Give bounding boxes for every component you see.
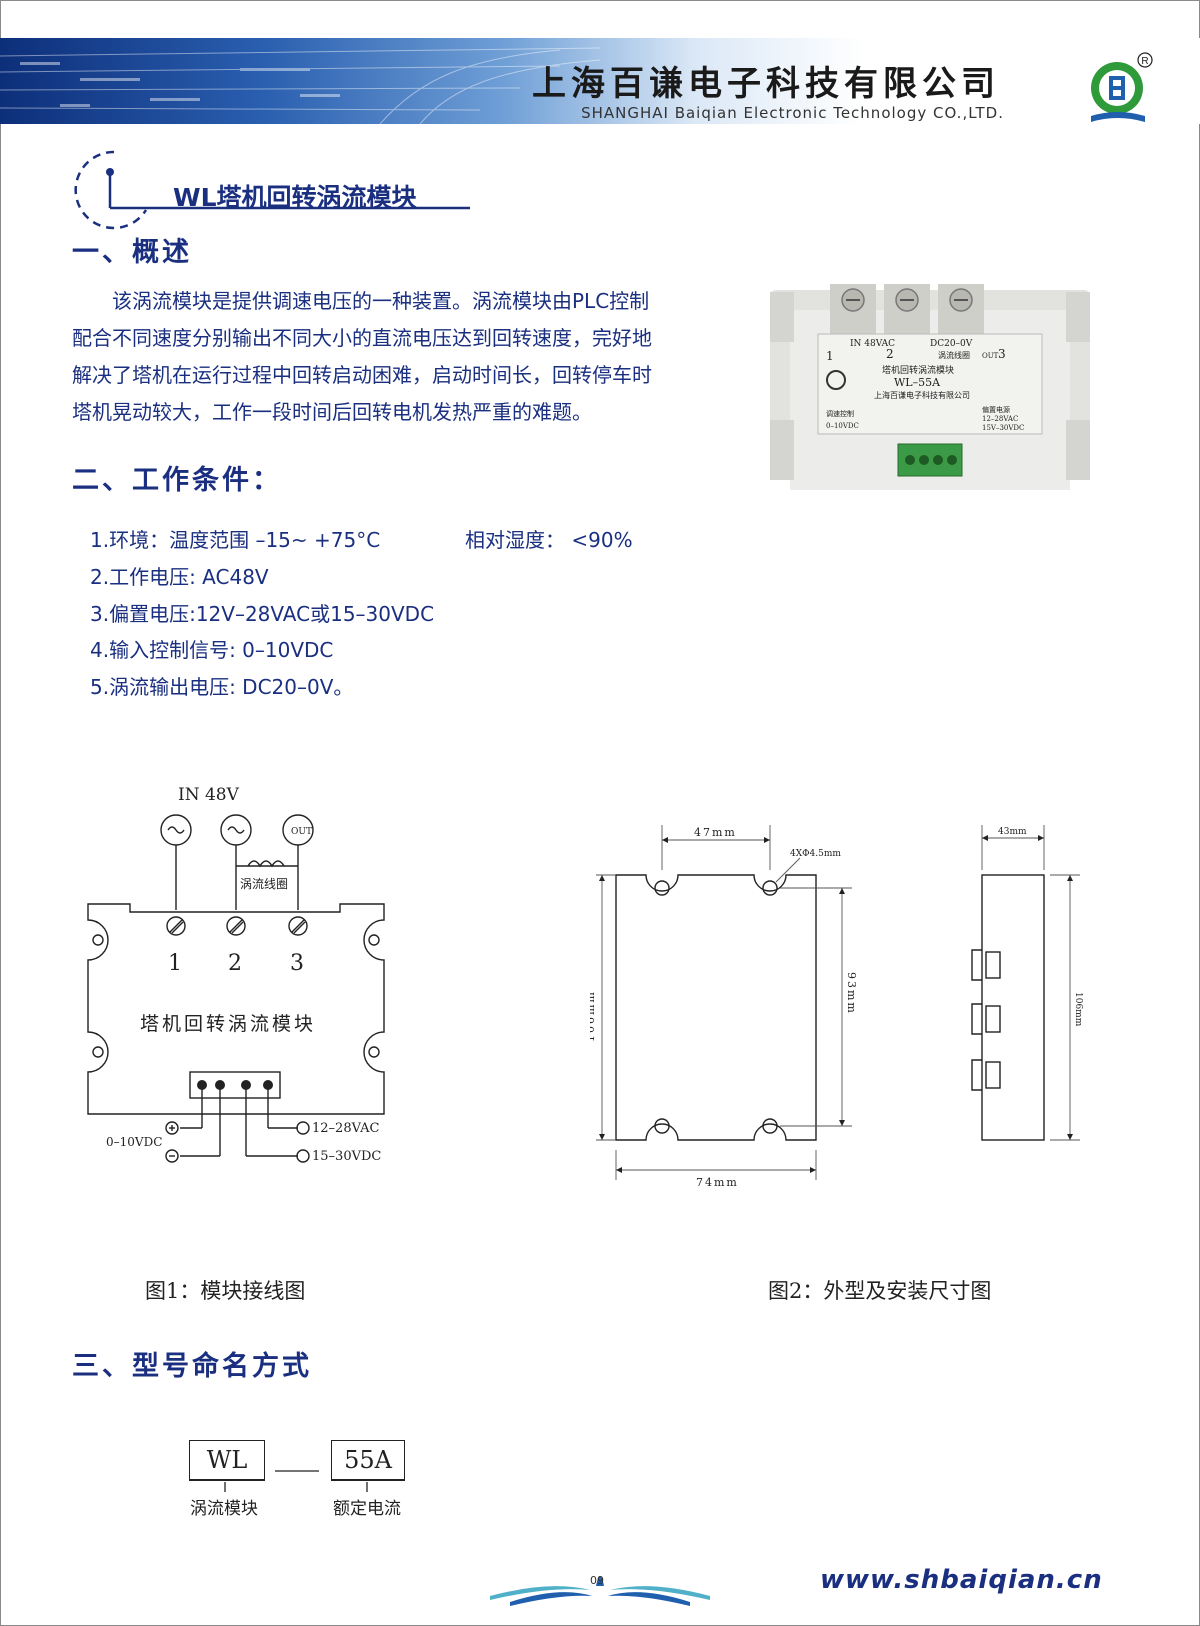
product-label-maker: 上海百谦电子科技有限公司	[874, 390, 970, 400]
product-label-n1: 1	[826, 349, 834, 363]
product-label-bias: 偏置电源	[982, 405, 1010, 414]
fig1-bias-dc-label: 15–30VDC	[312, 1149, 381, 1164]
naming-lines	[224, 1470, 368, 1492]
header-banner	[0, 38, 1200, 124]
product-label-v3: 15V–30VDC	[982, 424, 1024, 432]
title-decoration	[74, 150, 470, 230]
product-label-in: IN 48VAC	[850, 339, 895, 349]
fig2-dim-side-right: 106mm	[1073, 992, 1083, 1027]
figure2-caption: 图2：外型及安装尺寸图	[768, 1279, 992, 1303]
dimension-drawing: 47mm 4XΦ4.5mm 106mm 93mm 74mm 43mm 106mm	[590, 825, 1083, 1189]
product-image: IN 48VAC DC20–0V 涡流线圈 OUT 1 2 3 塔机回转涡流模块…	[770, 284, 1090, 490]
overview-paragraph: 该涡流模块是提供调速电压的一种装置。涡流模块由PLC控制配合不同速度分别输出不同…	[72, 289, 652, 424]
page-title: WL塔机回转涡流模块	[173, 183, 417, 212]
fig2-dim-bottom: 74mm	[696, 1176, 739, 1189]
model-current-label: 额定电流	[333, 1499, 401, 1519]
product-label-name: 塔机回转涡流模块	[882, 364, 954, 376]
section-heading-overview: 一、概述	[72, 237, 192, 268]
product-label-coil: 涡流线圈	[938, 350, 970, 360]
condition-item: 4.输入控制信号: 0–10VDC	[90, 638, 334, 662]
model-current-box: 55A	[331, 1440, 405, 1481]
product-label-v2: 12–28VAC	[982, 415, 1018, 423]
product-label-dc: DC20–0V	[930, 339, 973, 349]
product-label-out: OUT	[982, 352, 999, 360]
fig1-terminal-2: 2	[228, 951, 242, 976]
footer-wave-decoration	[490, 1576, 710, 1606]
fig2-dim-inner: 93mm	[845, 972, 858, 1015]
company-name-cn: 上海百谦电子科技有限公司	[532, 64, 1000, 104]
fig1-coil-label: 涡流线圈	[240, 877, 288, 891]
condition-item: 5.涡流输出电压: DC20–0V。	[90, 675, 354, 699]
fig2-dim-left: 106mm	[590, 990, 597, 1042]
condition-item: 3.偏置电压:12V–28VAC或15–30VDC	[90, 602, 435, 626]
website-link[interactable]: www.shbaiqian.cn	[820, 1565, 1103, 1595]
model-prefix-box: WL	[189, 1440, 265, 1481]
company-logo: R	[1091, 52, 1153, 122]
fig1-module-name: 塔机回转涡流模块	[140, 1013, 316, 1035]
fig1-input-label: 0–10VDC	[106, 1135, 162, 1149]
product-label-v1: 0–10VDC	[826, 422, 859, 430]
fig1-terminal-3: 3	[290, 951, 304, 976]
fig1-bias-ac-label: 12–28VAC	[312, 1121, 379, 1136]
model-prefix-label: 涡流模块	[190, 1499, 258, 1519]
section-heading-conditions: 二、工作条件：	[72, 465, 282, 496]
product-label-n3: 3	[998, 347, 1006, 361]
fig1-out-label: OUT	[291, 827, 312, 837]
condition-item: 1.环境：温度范围 –15~ +75°C	[90, 528, 381, 552]
fig1-terminal-1: 1	[168, 951, 182, 976]
banner-decoration	[0, 47, 601, 124]
fig2-holes: 4XΦ4.5mm	[790, 849, 841, 859]
fig1-in-label: IN 48V	[178, 785, 240, 805]
wiring-diagram: IN 48V OUT 涡流线圈 1 2 3 塔机回转涡流模块 0–10VDC 1…	[87, 785, 385, 1164]
humidity-condition: 相对湿度： <90%	[465, 528, 633, 552]
company-name-en: SHANGHAI Baiqian Electronic Technology C…	[581, 104, 1004, 122]
fig2-dim-top: 47mm	[694, 826, 737, 839]
section-heading-naming: 三、型号命名方式	[72, 1351, 312, 1382]
figure1-caption: 图1：模块接线图	[145, 1279, 306, 1303]
product-label-model: WL–55A	[894, 376, 941, 389]
fig2-dim-side-top: 43mm	[998, 827, 1027, 837]
product-label-n2: 2	[886, 347, 894, 361]
product-label-ctrl: 调速控制	[826, 409, 854, 418]
condition-item: 2.工作电压: AC48V	[90, 565, 269, 589]
svg-text:R: R	[1141, 56, 1148, 67]
page-number: 09	[590, 1574, 604, 1587]
